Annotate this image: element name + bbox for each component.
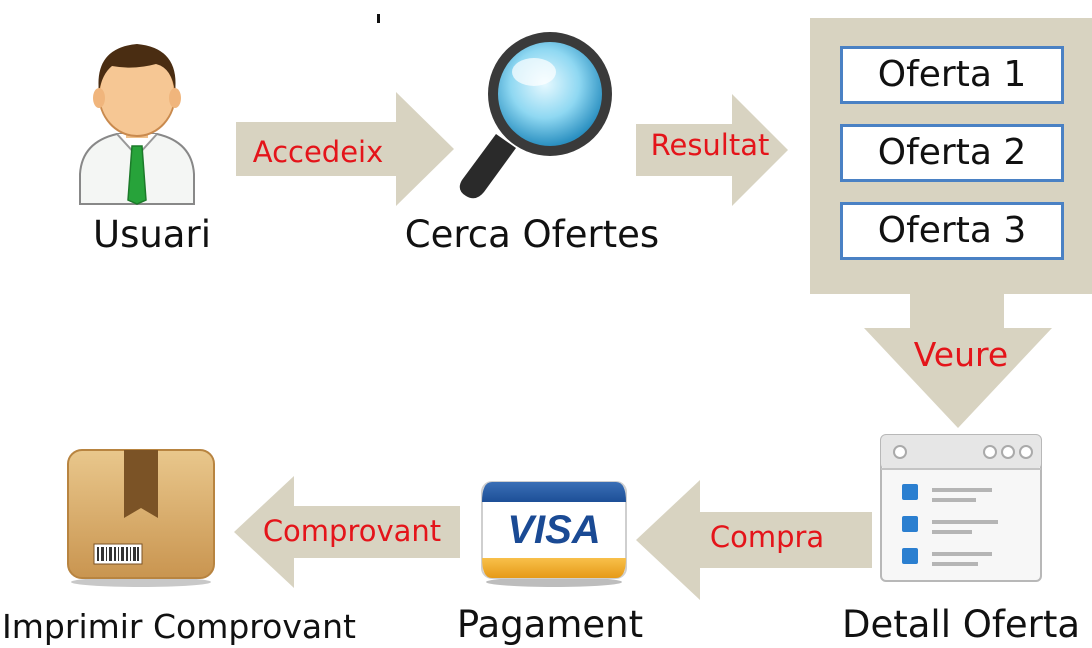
node-label-payment: Pagament: [456, 603, 644, 646]
node-label-search: Cerca Ofertes: [404, 213, 660, 256]
offer-item-2[interactable]: Oferta 2: [840, 124, 1064, 182]
arrow-receipt: [234, 476, 460, 588]
offer-item-3[interactable]: Oferta 3: [840, 202, 1064, 260]
arrow-label-buy: Compra: [709, 520, 825, 554]
arrow-result: [636, 94, 788, 206]
node-label-print: Imprimir Comprovant: [2, 607, 356, 646]
arrow-label-receipt: Comprovant: [262, 514, 442, 548]
arrow-view: [864, 292, 1052, 428]
browser-window-icon: [880, 434, 1042, 582]
visa-card-icon: VISA: [481, 481, 627, 587]
arrow-label-result: Resultat: [650, 128, 770, 162]
node-label-user: Usuari: [93, 213, 211, 256]
stray-dot: [377, 14, 380, 23]
node-label-detail: Detall Oferta: [842, 603, 1081, 646]
magnifier-icon: [459, 32, 612, 199]
package-box-icon: [67, 449, 215, 587]
offer-item-1[interactable]: Oferta 1: [840, 46, 1064, 104]
arrow-access: [236, 92, 454, 206]
arrow-buy: [636, 480, 872, 600]
arrow-label-view: Veure: [913, 335, 1009, 374]
arrow-label-access: Accedeix: [252, 135, 384, 169]
visa-logo-text: VISA: [507, 508, 600, 552]
user-avatar-icon: [79, 44, 195, 205]
